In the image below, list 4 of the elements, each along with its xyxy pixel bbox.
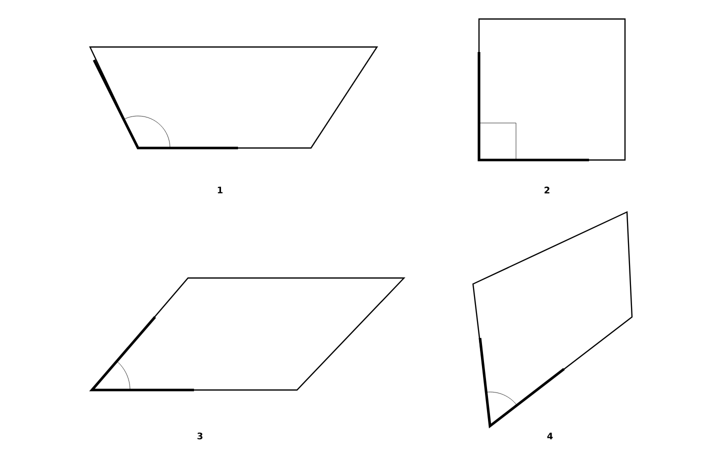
figure-number: 2: [544, 186, 550, 194]
figure-number: 3: [197, 432, 202, 440]
figure-number: 1: [218, 186, 223, 194]
figure-number: 4: [547, 432, 553, 440]
